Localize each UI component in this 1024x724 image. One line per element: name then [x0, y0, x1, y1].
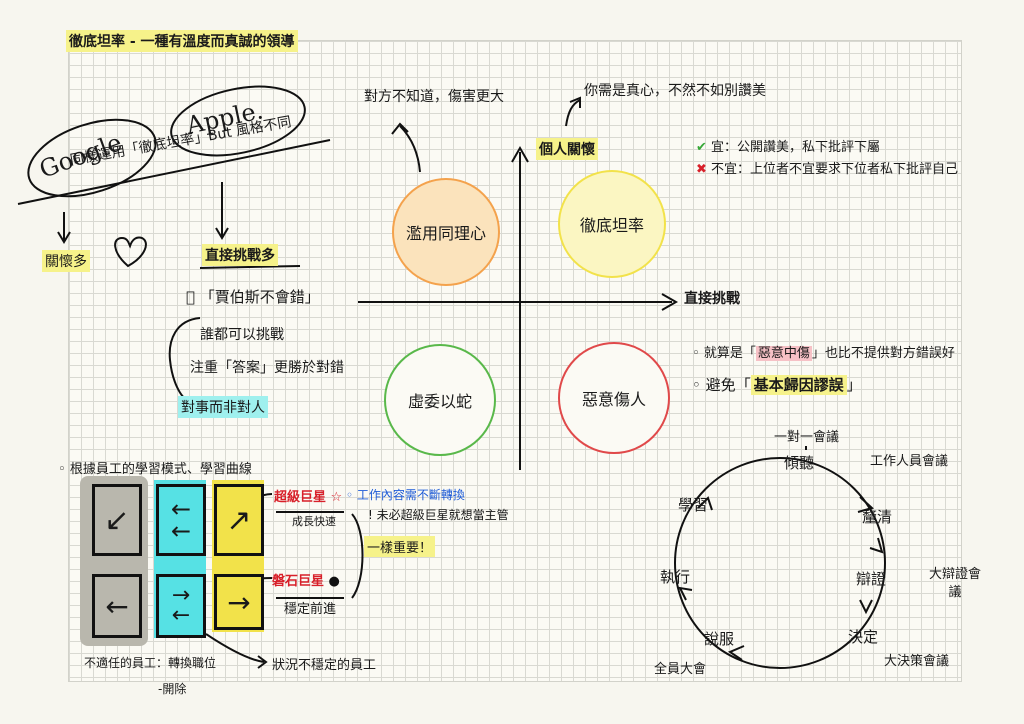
y-axis-label: 個人關懷	[536, 138, 598, 160]
unfit-note: 不適任的員工：轉換職位	[84, 656, 217, 670]
jobs-quote-row:  「賈伯斯不會錯」	[186, 286, 320, 307]
arrow-left-icon: ←	[105, 589, 129, 623]
arrow-down-left-icon: ↙	[104, 502, 130, 538]
node-persuade: 說服	[704, 630, 735, 648]
big-decision-label: 大決策會議	[884, 654, 950, 669]
learning-heading-row: ◦ 根據員工的學習模式、學習曲線	[58, 458, 252, 477]
work-change-row: ◦ 工作內容需不斷轉換	[346, 486, 465, 503]
superstar-row: 超級巨星 ☆	[274, 486, 342, 505]
bullet-issue-not-person: 對事而非對人	[178, 396, 268, 418]
box-star-bottom: →	[214, 574, 264, 630]
arrows-left-icon: ←←	[170, 495, 192, 545]
steady-note: 穩定前進	[284, 602, 337, 617]
all-hands-label: 全員大會	[654, 662, 707, 677]
sincere-note-row: 你需是真心，不然不如別讚美	[584, 80, 766, 100]
google-care-note: 關懷多	[42, 250, 90, 272]
note-br2-highlight: 基本歸因謬誤	[750, 375, 847, 395]
big-debate-label: 大辯證會議	[928, 567, 981, 600]
note-br2: ◦ 避免「基本歸因謬誤」	[692, 374, 862, 395]
sincere-note: 你需是真心，不然不如別讚美	[584, 83, 766, 99]
arrows-swap-icon: →←	[171, 583, 191, 628]
superstar-label: 超級巨星	[274, 490, 327, 505]
rock-column	[154, 480, 206, 638]
jobs-quote: 「賈伯斯不會錯」	[186, 288, 320, 306]
page-title: 徹底坦率 - 一種有溫度而真誠的領導	[66, 30, 298, 52]
quadrant-bl-label: 虛委以蛇	[407, 392, 472, 411]
arrow-up-right-icon: ↗	[226, 502, 252, 538]
cross-icon: ✖	[696, 162, 707, 177]
work-change-note: 工作內容需不斷轉換	[356, 488, 465, 502]
rule-ok: 宜：公開讚美，私下批評下屬	[711, 140, 881, 155]
one-on-one-label: 一對一會議	[774, 430, 840, 445]
bullet-answer-first: 注重「答案」更勝於對錯	[190, 360, 344, 376]
node-listen: 傾聽	[784, 454, 815, 472]
note-br2-pre: 避免「	[705, 376, 751, 394]
box-rock-bottom: →←	[156, 574, 206, 638]
box-unfit-bottom: ←	[92, 574, 142, 638]
fast-growth-note: 成長快速	[292, 515, 336, 528]
unstable-note: 狀況不穩定的員工	[272, 658, 377, 673]
note-br1-highlight: 惡意中傷	[755, 346, 812, 361]
node-execute: 執行	[660, 568, 691, 586]
bullet-dot: ◦	[692, 376, 701, 394]
check-icon: ✔	[696, 140, 707, 155]
node-debate: 辯證	[856, 570, 887, 588]
node-learn: 學習	[678, 496, 709, 514]
quadrant-obnoxious: 惡意傷人	[558, 342, 670, 454]
not-manager-row: ! 未必超級巨星就想當主管	[368, 506, 509, 523]
bullet-dot: ◦	[692, 346, 700, 361]
arrow-right-icon: →	[227, 585, 251, 619]
rule-no-row: ✖ 不宜：上位者不宜要求下位者私下批評自己	[696, 158, 958, 177]
dismiss-note: -開除	[158, 682, 187, 696]
staff-meeting-label: 工作人員會議	[870, 454, 949, 469]
quadrant-manipulative: 虛委以蛇	[384, 344, 496, 456]
top-note: 對方不知道，傷害更大	[364, 89, 504, 105]
rock-icon: ●	[328, 574, 340, 589]
note-br1: ◦ 就算是「惡意中傷」也比不提供對方錯誤好	[692, 342, 955, 361]
node-decide: 決定	[848, 628, 879, 646]
not-manager-note: 未必超級巨星就想當主管	[376, 508, 509, 522]
quadrant-br-label: 惡意傷人	[581, 390, 646, 409]
quadrant-tr-label: 徹底坦率	[579, 216, 644, 235]
box-rock-top: ←←	[156, 484, 206, 556]
apple-challenge-note: 直接挑戰多	[202, 244, 278, 266]
rule-ok-row: ✔ 宜：公開讚美，私下批評下屬	[696, 136, 880, 155]
x-axis-label: 直接挑戰	[684, 291, 740, 307]
bullet-anyone-challenge: 誰都可以挑戰	[200, 327, 284, 343]
exclaim-mark: !	[368, 508, 373, 522]
star-column	[212, 480, 264, 632]
node-clarify: 釐清	[862, 508, 893, 526]
note-br1-pre: 就算是「	[703, 346, 756, 361]
rock-label: 磐石巨星	[272, 574, 325, 589]
quadrant-ruinous-empathy: 濫用同理心	[392, 178, 500, 286]
note-br1-post: 」也比不提供對方錯誤好	[811, 346, 955, 361]
apple-icon: 	[186, 288, 195, 306]
bullet-dot: ◦	[58, 462, 66, 477]
note-br2-post: 」	[846, 376, 862, 394]
learning-heading: 根據員工的學習模式、學習曲線	[69, 462, 252, 477]
box-declining: ↙	[92, 484, 142, 556]
quadrant-radical-candor: 徹底坦率	[558, 170, 666, 278]
star-icon: ☆	[330, 490, 343, 505]
rule-no: 不宜：上位者不宜要求下位者私下批評自己	[711, 162, 959, 177]
bullet-dot: ◦	[346, 488, 354, 502]
quadrant-tl-label: 濫用同理心	[405, 224, 486, 243]
unfit-column	[80, 476, 148, 646]
rock-row: 磐石巨星 ●	[272, 570, 340, 589]
both-important-note: 一樣重要！	[364, 536, 436, 557]
box-star-top: ↗	[214, 484, 264, 556]
